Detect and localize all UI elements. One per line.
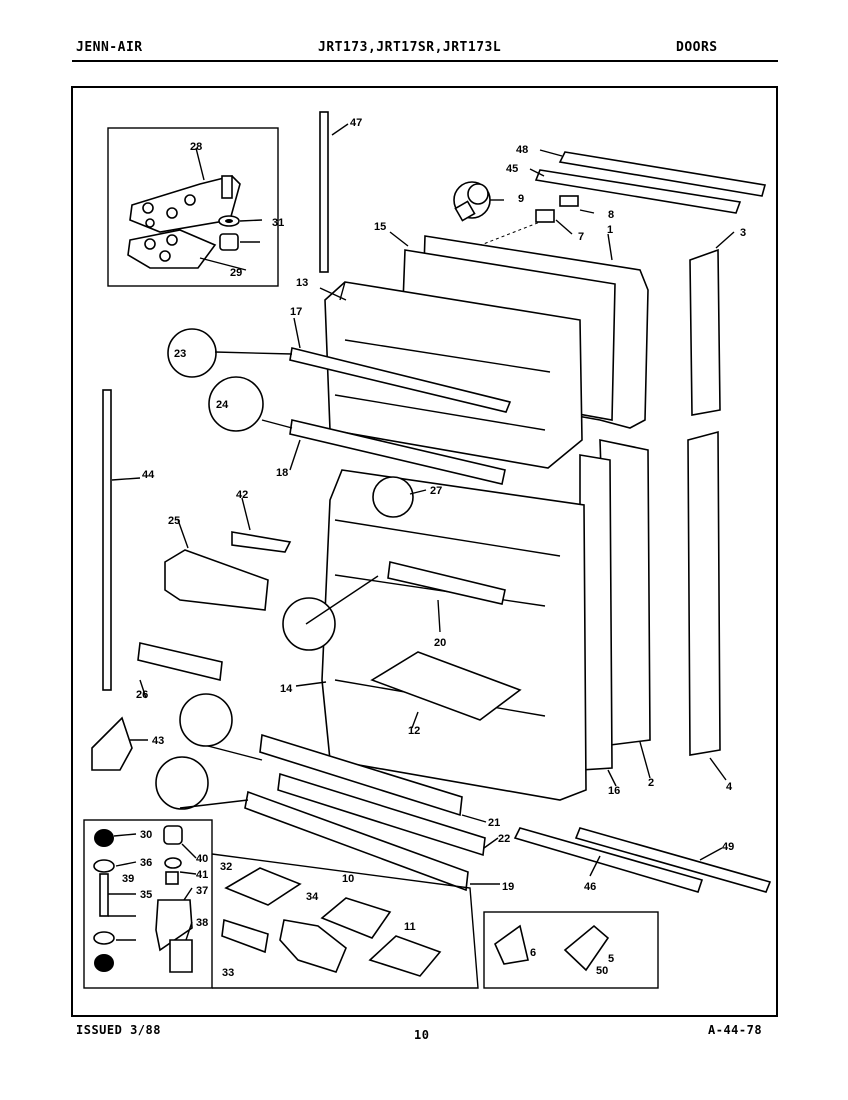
callout-22: 22	[498, 833, 510, 845]
callout-11: 11	[404, 921, 416, 933]
page-number: 10	[414, 1028, 430, 1042]
shelf-bar-21	[259, 733, 463, 817]
trim-strip-47	[319, 111, 329, 273]
callout-47: 47	[350, 117, 362, 129]
callout-36a: 36	[140, 857, 152, 869]
hinge-cover-3	[689, 248, 721, 416]
brand-label: JENN-AIR	[76, 40, 143, 55]
callout-30a: 30	[140, 829, 152, 841]
pivot-parts	[93, 825, 193, 973]
callout-3: 3	[740, 227, 746, 239]
pivot-inset-box	[83, 819, 213, 989]
callout-8: 8	[608, 209, 614, 221]
callout-45: 45	[506, 163, 518, 175]
bracket-43	[91, 716, 133, 771]
callout-20: 20	[434, 637, 446, 649]
callout-2: 2	[648, 777, 654, 789]
callout-29: 29	[230, 267, 242, 279]
hinge-cover-4	[687, 430, 721, 756]
callout-18: 18	[276, 467, 288, 479]
callout-42: 42	[236, 489, 248, 501]
plate-8	[559, 195, 579, 207]
detail-circles	[155, 328, 414, 810]
trim-strip-44	[102, 389, 112, 691]
callout-40: 40	[196, 853, 208, 865]
callout-41: 41	[196, 869, 208, 881]
callout-27: 27	[430, 485, 442, 497]
callout-5: 5	[608, 953, 614, 965]
callout-26: 26	[136, 689, 148, 701]
dairy-lid-42	[231, 531, 292, 553]
callout-31: 31	[272, 217, 284, 229]
callout-21: 21	[488, 817, 500, 829]
callout-12: 12	[408, 725, 420, 737]
callout-44: 44	[142, 469, 155, 481]
fresh-food-liner-14	[321, 469, 587, 801]
callout-23a: 23	[174, 348, 186, 360]
top-trim-48	[558, 151, 767, 197]
handle-9	[453, 181, 491, 222]
callout-9: 9	[518, 193, 524, 205]
callout-49: 49	[722, 841, 734, 853]
dairy-door-25	[164, 549, 269, 611]
callout-35: 35	[140, 889, 152, 901]
callout-16: 16	[608, 785, 620, 797]
clip-inset-box	[483, 911, 659, 989]
callout-19: 19	[502, 881, 514, 893]
egg-tray-12	[370, 651, 522, 721]
callout-4: 4	[726, 781, 733, 793]
model-numbers: JRT173,JRT17SR,JRT173L	[318, 40, 502, 55]
freezer-liner-13	[324, 281, 583, 469]
diagram-code: A-44-78	[708, 1023, 763, 1037]
bottom-trim-46	[513, 827, 704, 893]
shelf-bar-18	[289, 419, 506, 485]
callout-15: 15	[374, 221, 386, 233]
section-title: DOORS	[676, 40, 718, 55]
bottom-trim-49	[574, 827, 772, 893]
callout-25: 25	[168, 515, 180, 527]
bracket-inset-box	[211, 853, 479, 989]
top-trim-45	[534, 169, 742, 214]
callout-24a: 24	[216, 399, 229, 411]
callout-37: 37	[196, 885, 208, 897]
clip-6	[494, 924, 529, 965]
callout-39: 39	[122, 873, 134, 885]
shelf-bar-17	[289, 347, 512, 413]
callout-43: 43	[152, 735, 164, 747]
callout-32: 32	[220, 861, 232, 873]
callout-34: 34	[306, 891, 319, 903]
callout-46: 46	[584, 881, 596, 893]
callout-38: 38	[196, 917, 208, 929]
shelf-bar-22	[277, 772, 486, 857]
shelf-bar-19	[244, 790, 469, 892]
callout-13: 13	[296, 277, 308, 289]
callout-1: 1	[607, 224, 613, 236]
callout-33: 33	[222, 967, 234, 979]
clip-5	[563, 924, 610, 972]
callout-50: 50	[596, 965, 608, 977]
issued-date: ISSUED 3/88	[76, 1023, 161, 1037]
hinge-inset-box	[107, 127, 279, 287]
top-hinge-assembly	[127, 175, 241, 269]
diagram-frame	[71, 86, 778, 1017]
callout-labels: 1 2 3 4 5 6 7 8 9 10 11 12 13 14 15 16 1…	[122, 117, 746, 979]
callout-10: 10	[342, 873, 354, 885]
callout-14: 14	[280, 683, 293, 695]
clip-7	[535, 209, 555, 223]
callout-17: 17	[290, 306, 302, 318]
callout-7: 7	[578, 231, 584, 243]
callout-28: 28	[190, 141, 202, 153]
trim-26	[137, 642, 223, 681]
header-rule	[72, 60, 778, 62]
shelf-bar-20	[387, 561, 506, 605]
callout-48: 48	[516, 144, 528, 156]
callout-6: 6	[530, 947, 536, 959]
bracket-parts	[221, 867, 442, 977]
